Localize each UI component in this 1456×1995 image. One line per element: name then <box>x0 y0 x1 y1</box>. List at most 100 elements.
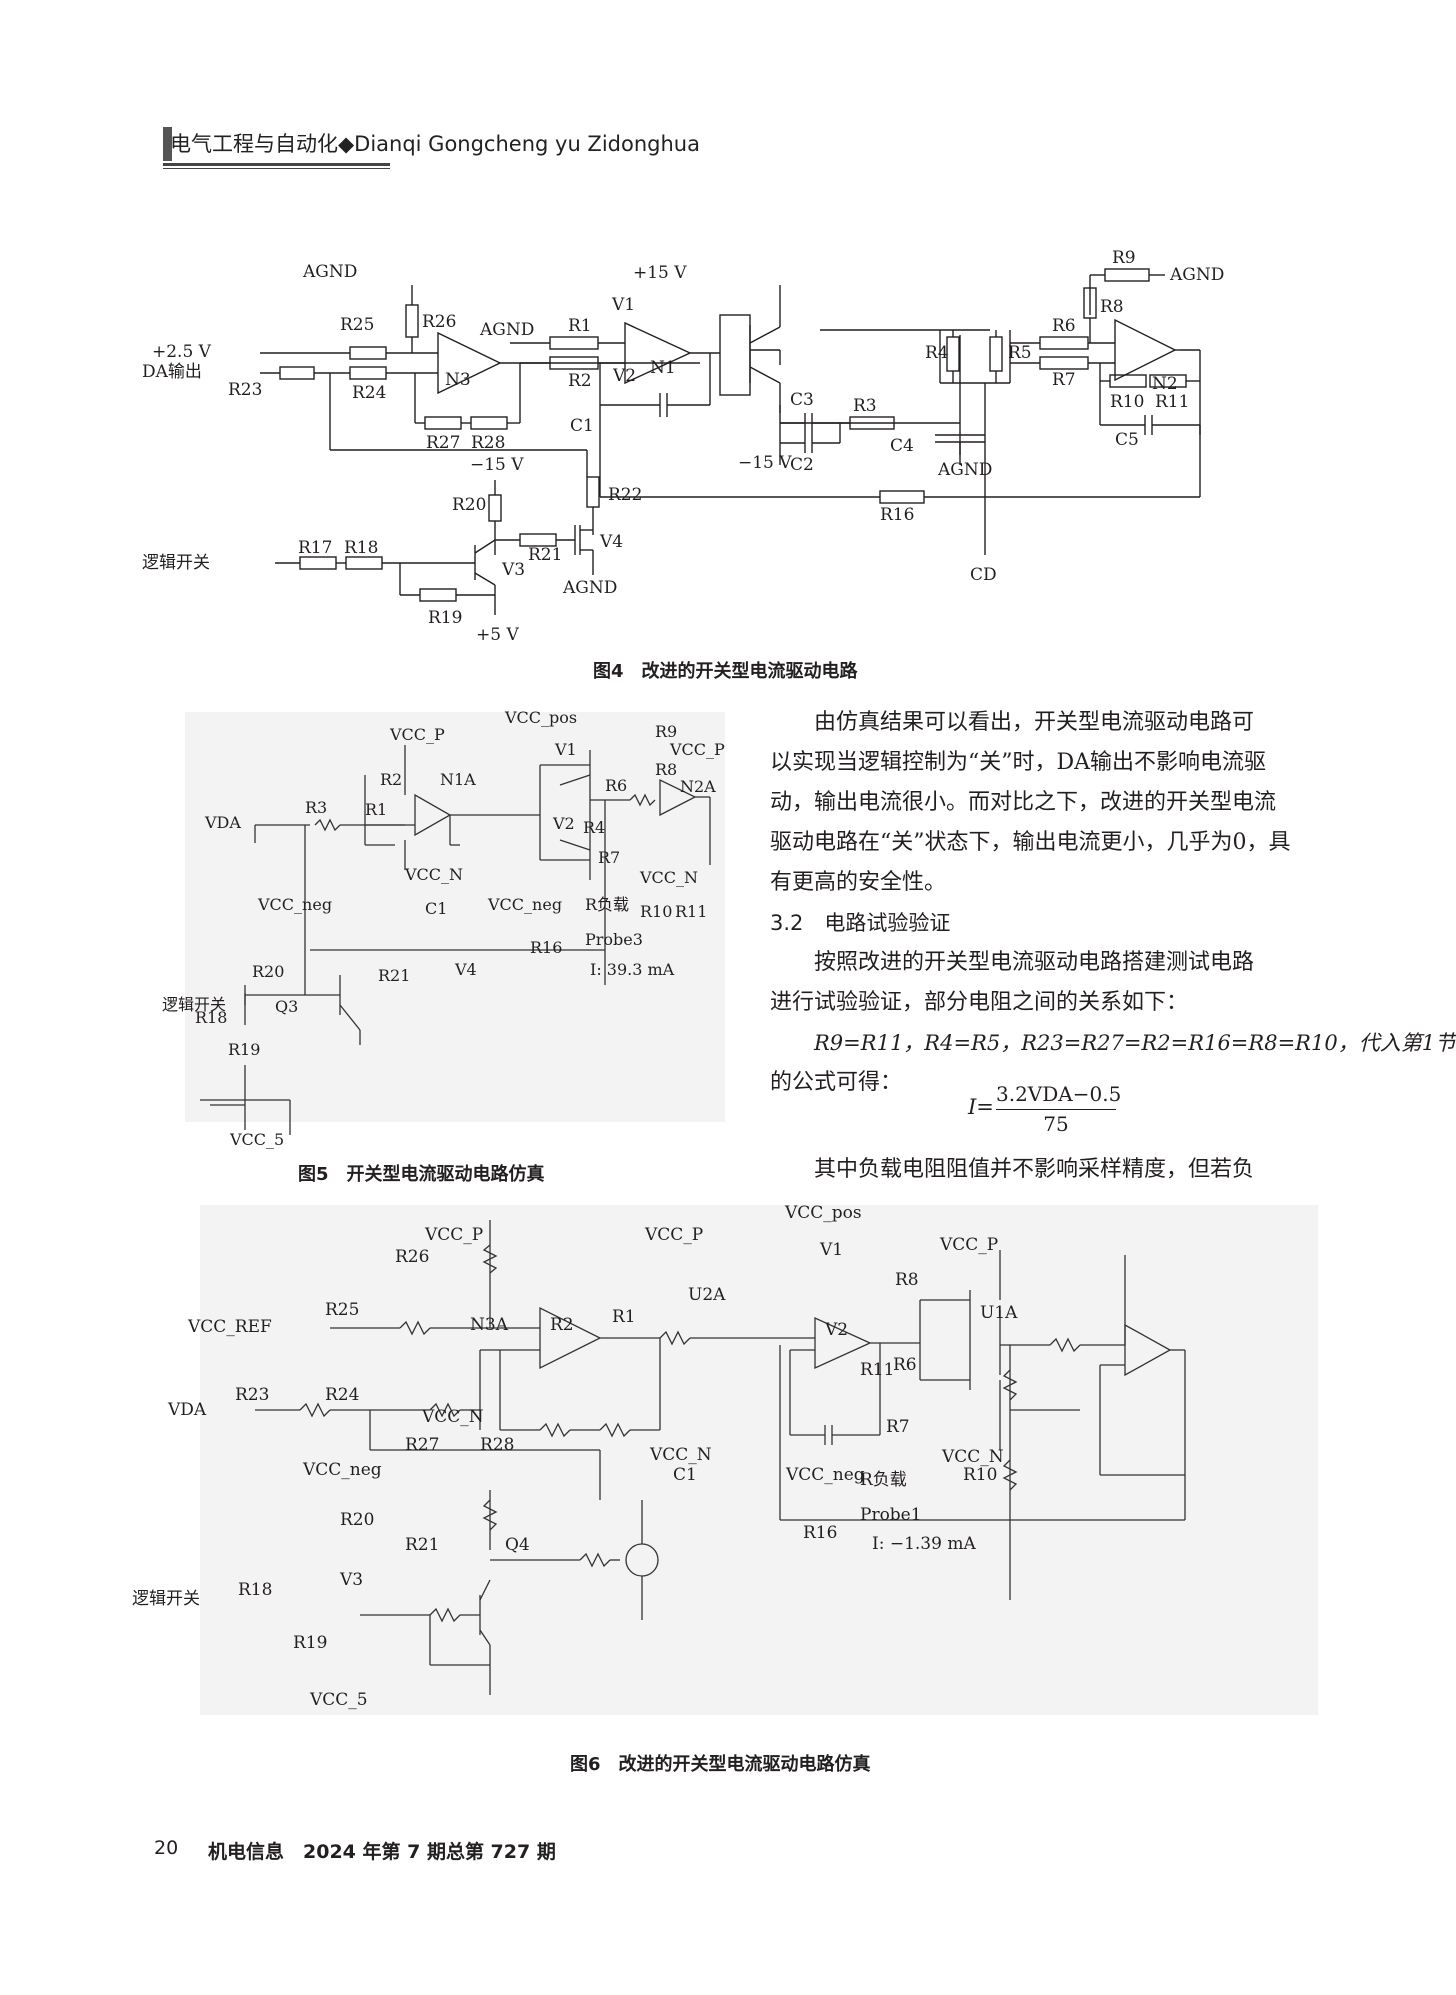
fig4-r1: R1 <box>568 316 592 336</box>
fig5-probe: Probe3 <box>585 930 643 949</box>
fig4-c4: C4 <box>890 436 914 456</box>
fig5-vcc-neg1: VCC_neg <box>257 895 332 914</box>
fig6-vcc-p1: VCC_P <box>424 1225 483 1245</box>
fig5-r18: R18 <box>195 1008 227 1027</box>
para2-line1: 按照改进的开关型电流驱动电路搭建测试电路 <box>814 950 1255 975</box>
fig5-r8: R8 <box>655 760 677 779</box>
formula-bar <box>996 1109 1116 1110</box>
fig5-v2: V2 <box>552 814 575 833</box>
fig6-vcc5: VCC_5 <box>309 1690 368 1710</box>
fig4-logic: 逻辑开关 <box>142 553 210 573</box>
fig5-c1: C1 <box>425 899 447 918</box>
fig4-r20: R20 <box>452 495 486 515</box>
fig6-logic: 逻辑开关 <box>132 1589 200 1609</box>
para2-line2: 进行试验验证，部分电阻之间的关系如下： <box>770 990 1189 1015</box>
fig4-c3: C3 <box>790 390 814 410</box>
fig6-r20: R20 <box>340 1510 374 1530</box>
fig6-r25: R25 <box>325 1300 359 1320</box>
fig4-c1: C1 <box>570 416 594 436</box>
fig6-n3a: N3A <box>470 1315 509 1335</box>
fig4-c5: C5 <box>1115 430 1139 450</box>
fig6-r23: R23 <box>235 1385 269 1405</box>
fig4-r5: R5 <box>1008 343 1032 363</box>
fig5-vda: VDA <box>204 813 241 832</box>
fig4-r19: R19 <box>428 608 462 628</box>
fig5-r9: R9 <box>655 722 677 741</box>
fig4-r21: R21 <box>528 545 562 565</box>
fig5-vcc-pos: VCC_pos <box>504 708 577 727</box>
fig4-n3: N3 <box>445 370 471 390</box>
fig4-agnd-r9: AGND <box>1169 265 1224 285</box>
fig4-r27: R27 <box>426 433 460 453</box>
fig4-p25v: +2.5 V <box>152 342 212 362</box>
fig6-vcc-ref: VCC_REF <box>187 1317 272 1337</box>
header-bar <box>163 127 172 161</box>
figure-5-caption: 图5 开关型电流驱动电路仿真 <box>298 1164 545 1185</box>
fig4-v3: V3 <box>501 560 525 580</box>
fig4-p5v: +5 V <box>476 625 519 645</box>
fig6-r18: R18 <box>238 1580 272 1600</box>
fig4-r8: R8 <box>1100 297 1124 317</box>
fig4-r23: R23 <box>228 380 262 400</box>
running-header: 电气工程与自动化◆Dianqi Gongcheng yu Zidonghua <box>170 132 700 156</box>
fig5-vcc-p1: VCC_P <box>389 725 445 744</box>
fig4-r6: R6 <box>1052 316 1076 336</box>
resistor-relation: R9=R11，R4=R5，R23=R27=R2=R16=R8=R10，代入第1节 <box>814 1031 1456 1055</box>
fig4-r26: R26 <box>422 312 456 332</box>
fig6-r6: R6 <box>893 1355 917 1375</box>
para1-line5: 有更高的安全性。 <box>770 870 947 895</box>
fig6-u2a: U2A <box>688 1285 726 1305</box>
fig5-rload: R负载 <box>585 895 629 914</box>
fig5-n2a: N2A <box>680 777 716 796</box>
figure-6-caption: 图6 改进的开关型电流驱动电路仿真 <box>570 1754 871 1775</box>
fig4-r28: R28 <box>471 433 505 453</box>
fig5-vcc5: VCC_5 <box>229 1130 284 1149</box>
fig4-p15v: +15 V <box>633 263 687 283</box>
fig5-current: I: 39.3 mA <box>590 960 675 979</box>
figure-5-background <box>185 712 725 1122</box>
fig4-m15v-top: −15 V <box>470 455 524 475</box>
fig6-current: I: −1.39 mA <box>872 1534 976 1554</box>
fig5-r11: R11 <box>675 902 707 921</box>
fig6-vcc-n1: VCC_N <box>421 1407 484 1427</box>
fig4-r25: R25 <box>340 315 374 335</box>
fig6-v1: V1 <box>819 1240 843 1260</box>
fig5-r3: R3 <box>305 798 327 817</box>
formula-lhs: I= <box>968 1095 994 1119</box>
fig5-v1: V1 <box>554 740 577 759</box>
para1-line1: 由仿真结果可以看出，开关型电流驱动电路可 <box>814 710 1255 735</box>
fig5-r21: R21 <box>378 966 410 985</box>
fig5-r10: R10 <box>640 902 672 921</box>
fig5-q3: Q3 <box>275 997 298 1016</box>
fig5-vcc-n1: VCC_N <box>404 865 463 884</box>
fig4-r7: R7 <box>1052 370 1076 390</box>
fig4-n2: N2 <box>1152 374 1178 394</box>
resistor-relation-cont: 的公式可得： <box>770 1070 903 1095</box>
fig5-r2: R2 <box>380 770 402 789</box>
fig4-n1: N1 <box>650 358 676 378</box>
fig4-v2: V2 <box>612 366 636 386</box>
fig4-cd: CD <box>970 565 997 585</box>
formula-numerator: 3.2VDA−0.5 <box>996 1082 1122 1106</box>
fig6-c1: C1 <box>673 1465 697 1485</box>
fig4-agnd-top: AGND <box>302 262 357 282</box>
figure-6-circuit: VCC_P R26 VCC_REF R25 N3A R2 R1 VCC_P U2… <box>132 1203 1186 1710</box>
fig6-vcc-n2: VCC_N <box>649 1445 712 1465</box>
fig6-vcc-p2: VCC_P <box>644 1225 703 1245</box>
figure-6-background <box>200 1205 1318 1715</box>
fig6-r8: R8 <box>895 1270 919 1290</box>
fig4-r9: R9 <box>1112 248 1136 268</box>
fig6-r7: R7 <box>886 1417 910 1437</box>
header-rule-thin <box>163 168 390 169</box>
journal-info: 机电信息 2024 年第 7 期总第 727 期 <box>208 1841 556 1863</box>
fig6-r16: R16 <box>803 1523 837 1543</box>
fig4-v4: V4 <box>599 532 623 552</box>
fig4-agnd-c4: AGND <box>937 460 992 480</box>
fig6-vcc-neg: VCC_neg <box>302 1460 382 1480</box>
fig5-v4: V4 <box>454 960 477 979</box>
fig4-da-out: DA输出 <box>142 362 202 382</box>
fig5-n1a: N1A <box>440 770 476 789</box>
fig6-r2: R2 <box>550 1315 574 1335</box>
para1-line2: 以实现当逻辑控制为“关”时，DA输出不影响电流驱 <box>770 750 1267 775</box>
last-line: 其中负载电阻阻值并不影响采样精度，但若负 <box>814 1157 1255 1182</box>
